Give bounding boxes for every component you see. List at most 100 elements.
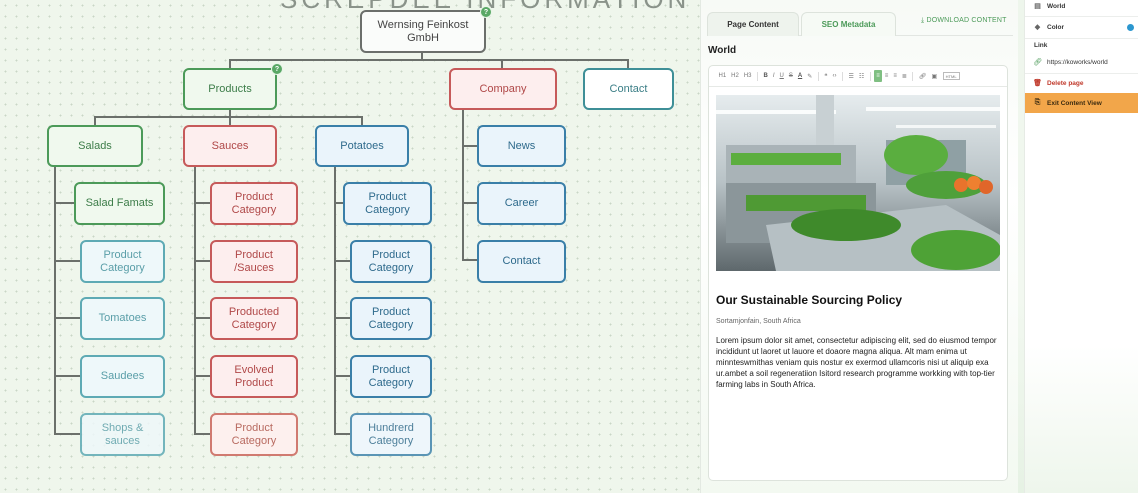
- node-potatoes-item[interactable]: Product Category: [343, 182, 432, 225]
- node-potatoes-item[interactable]: Hundrerd Category: [350, 413, 432, 456]
- article-body[interactable]: Lorem ipsum dolor sit amet, consectetur …: [716, 336, 997, 389]
- help-badge[interactable]: ?: [480, 6, 492, 18]
- image-icon[interactable]: ▣: [931, 73, 938, 80]
- italic-button[interactable]: I: [772, 73, 775, 79]
- link-row[interactable]: 🔗︎ https://koworks/world: [1025, 52, 1138, 72]
- node-root[interactable]: Wernsing Feinkost GmbH: [360, 10, 486, 53]
- align-left-icon[interactable]: ≡: [873, 70, 883, 82]
- section-title: World: [708, 45, 737, 56]
- page-name-row[interactable]: ▤ World: [1025, 0, 1138, 16]
- node-label: Career: [504, 197, 539, 209]
- divider: [1025, 38, 1138, 39]
- align-right-icon[interactable]: ≡: [893, 73, 897, 79]
- page-properties-panel: ▤ World ◆ Color Link 🔗︎ https://koworks/…: [1024, 0, 1138, 493]
- exit-content-view-button[interactable]: ⎘ Exit Content View: [1025, 93, 1138, 113]
- page-icon: ▤: [1034, 3, 1041, 10]
- node-sauces-item[interactable]: Producted Category: [210, 297, 298, 340]
- node-company-item[interactable]: Career: [477, 182, 566, 225]
- node-company[interactable]: Company: [449, 68, 557, 110]
- strikethrough-button[interactable]: S: [788, 73, 793, 79]
- link-heading: Link: [1034, 42, 1048, 49]
- node-sauces-item[interactable]: Product Category: [210, 182, 298, 225]
- node-label: Wernsing Feinkost GmbH: [377, 18, 469, 44]
- connector: [194, 167, 210, 435]
- help-badge[interactable]: ?: [271, 63, 283, 75]
- align-center-icon[interactable]: ≡: [884, 73, 889, 79]
- node-label: Product Category: [231, 190, 277, 216]
- bullet-list-icon[interactable]: ☷: [858, 73, 865, 80]
- quote-icon[interactable]: ❝: [824, 73, 828, 80]
- html-icon[interactable]: HTML: [942, 72, 960, 80]
- connector: [94, 110, 231, 125]
- text-color-button[interactable]: A: [797, 73, 803, 79]
- node-label: Saudees: [100, 370, 145, 382]
- node-label: Shops & sauces: [101, 421, 144, 447]
- download-label: DOWNLOAD CONTENT: [926, 17, 1007, 24]
- node-potatoes-item[interactable]: Product Category: [350, 297, 432, 340]
- code-icon[interactable]: ‹›: [832, 73, 837, 79]
- node-label: Product Category: [368, 363, 414, 389]
- divider: [1025, 73, 1138, 74]
- node-sauces[interactable]: Sauces: [183, 125, 277, 167]
- rich-text-editor[interactable]: H1 H2 H3 B I U S A ✎ ❝ ‹› ☰ ☷ ≡ ≡ ≡ ≣ 🔗︎…: [708, 65, 1008, 481]
- node-company-item[interactable]: Contact: [477, 240, 566, 283]
- node-salads-item[interactable]: Shops & sauces: [80, 413, 165, 456]
- connector-lines: [54, 52, 629, 435]
- toolbar-divider: [869, 71, 871, 81]
- node-label: Product /Sauces: [234, 248, 274, 274]
- node-label: Product Category: [231, 421, 277, 447]
- node-label: Products: [208, 82, 252, 95]
- node-sauces-item[interactable]: Evolved Product: [210, 355, 298, 398]
- bold-button[interactable]: B: [763, 73, 768, 79]
- sitemap-canvas[interactable]: SCREPDEE INFORMATION ARCHITECTURE: [0, 0, 948, 493]
- toolbar-divider: [757, 71, 759, 81]
- node-label: Product Category: [368, 248, 414, 274]
- exit-label: Exit Content View: [1047, 99, 1102, 107]
- editor-toolbar: H1 H2 H3 B I U S A ✎ ❝ ‹› ☰ ☷ ≡ ≡ ≡ ≣ 🔗︎…: [709, 66, 1007, 87]
- node-label: Hundrerd Category: [368, 421, 414, 447]
- node-label: Evolved Product: [234, 363, 274, 389]
- page-name: World: [1047, 2, 1066, 10]
- heading3-button[interactable]: H3: [743, 73, 752, 79]
- trash-icon: 🗑︎: [1033, 80, 1042, 87]
- underline-button[interactable]: U: [779, 73, 784, 79]
- node-products[interactable]: Products: [183, 68, 277, 110]
- justify-icon[interactable]: ≣: [901, 73, 907, 80]
- node-salads[interactable]: Salads: [47, 125, 143, 167]
- node-salads-item[interactable]: Saudees: [80, 355, 165, 398]
- node-label: Salad Famats: [85, 197, 154, 209]
- node-salads-item[interactable]: Product Category: [80, 240, 165, 283]
- download-icon: ⤓: [921, 17, 927, 24]
- highlight-icon[interactable]: ✎: [807, 73, 813, 80]
- node-label: Product Category: [100, 248, 145, 274]
- delete-page-button[interactable]: 🗑︎ Delete page: [1025, 73, 1138, 93]
- node-sauces-item[interactable]: Product /Sauces: [210, 240, 298, 283]
- link-icon[interactable]: 🔗︎: [918, 73, 927, 80]
- color-swatch[interactable]: [1127, 24, 1134, 31]
- article-location: Sortamjonfain, South Africa: [716, 318, 801, 325]
- download-content-button[interactable]: ⤓ DOWNLOAD CONTENT: [921, 17, 1007, 25]
- tab-seo-metadata[interactable]: SEO Metadata: [801, 12, 896, 36]
- node-potatoes-item[interactable]: Product Category: [350, 355, 432, 398]
- exit-icon: ⎘: [1034, 99, 1041, 106]
- node-salads-item[interactable]: Salad Famats: [74, 182, 165, 225]
- node-label: Product Category: [365, 190, 410, 216]
- palette-icon: ◆: [1034, 24, 1041, 31]
- link-icon: 🔗︎: [1033, 59, 1042, 66]
- node-salads-item[interactable]: Tomatoes: [80, 297, 165, 340]
- node-contact[interactable]: Contact: [583, 68, 674, 110]
- image-illustration: [716, 95, 1000, 271]
- toolbar-divider: [817, 71, 819, 81]
- connector: [229, 52, 423, 68]
- connector: [422, 59, 629, 68]
- node-company-item[interactable]: News: [477, 125, 566, 167]
- node-potatoes[interactable]: Potatoes: [315, 125, 409, 167]
- heading1-button[interactable]: H1: [718, 73, 727, 79]
- tab-page-content[interactable]: Page Content: [707, 12, 799, 36]
- heading2-button[interactable]: H2: [731, 73, 739, 79]
- node-potatoes-item[interactable]: Product Category: [350, 240, 432, 283]
- ordered-list-icon[interactable]: ☰: [848, 73, 854, 80]
- color-row[interactable]: ◆ Color: [1025, 17, 1138, 37]
- article-image[interactable]: [716, 95, 1000, 271]
- node-sauces-item[interactable]: Product Category: [210, 413, 298, 456]
